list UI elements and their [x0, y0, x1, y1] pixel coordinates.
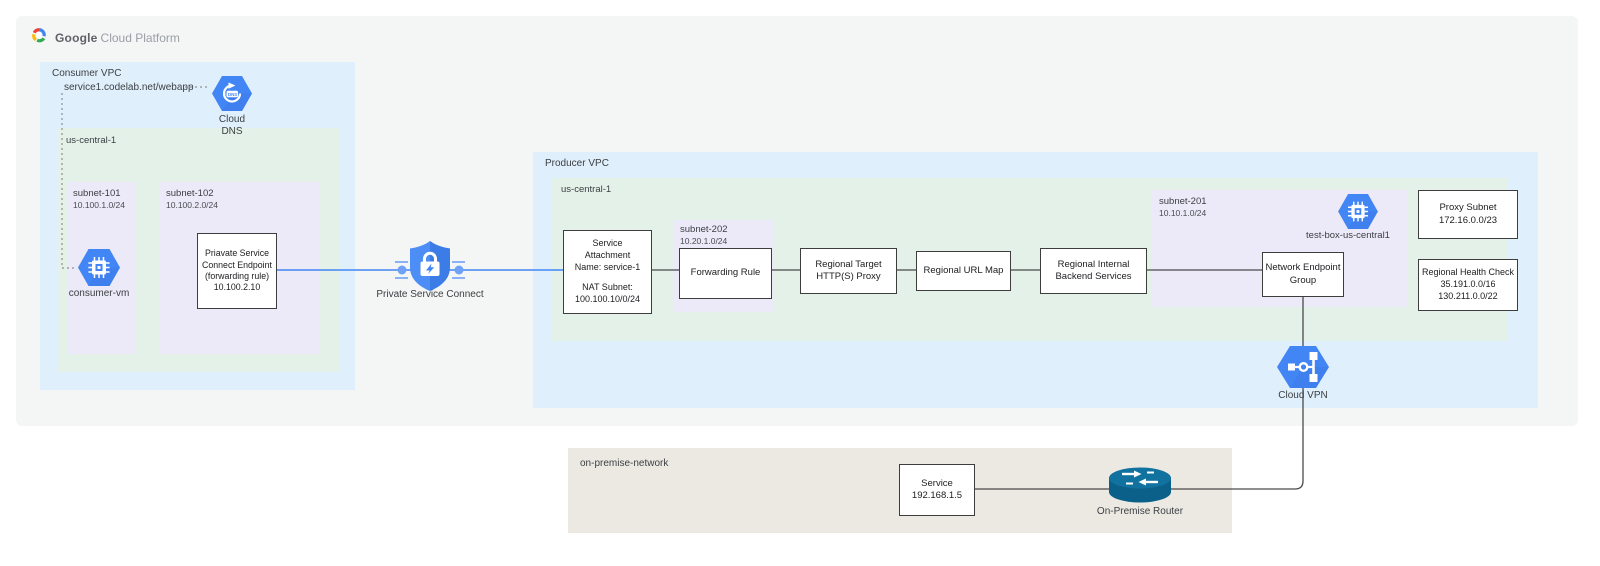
cloud-vpn-label: Cloud VPN: [1278, 390, 1328, 401]
service-attachment-node: Service Attachment Name: service-1 NAT S…: [563, 230, 652, 314]
consumer-vm-icon: [78, 249, 120, 291]
psc-endpoint-node: Priavate Service Connect Endpoint (forwa…: [197, 233, 277, 309]
producer-vpc-label: Producer VPC: [545, 158, 609, 169]
private-service-connect-label: Private Service Connect: [376, 289, 484, 300]
forwarding-rule-node: Forwarding Rule: [679, 248, 772, 299]
consumer-vpc-label: Consumer VPC: [52, 68, 122, 79]
regional-target-proxy-node: Regional Target HTTP(S) Proxy: [800, 248, 897, 294]
on-premise-router-label: On-Premise Router: [1096, 506, 1184, 517]
proxy-subnet-node: Proxy Subnet 172.16.0.0/23: [1418, 190, 1518, 239]
subnet-102-label: subnet-102 10.100.2.0/24: [166, 188, 218, 210]
dns-record-text: service1.codelab.net/webapp: [64, 82, 194, 93]
subnet-201-label: subnet-201 10.10.1.0/24: [1159, 196, 1207, 218]
regional-health-check-node: Regional Health Check 35.191.0.0/16 130.…: [1418, 259, 1518, 311]
on-premise-network-label: on-premise-network: [580, 458, 669, 469]
on-premise-router-icon: [1107, 466, 1173, 511]
regional-backend-services-node: Regional Internal Backend Services: [1040, 248, 1147, 294]
consumer-region-label: us-central-1: [66, 135, 117, 146]
cloud-dns-label: Cloud DNS: [218, 114, 246, 137]
test-box-label: test-box-us-central1: [1306, 230, 1390, 241]
subnet-101-label: subnet-101 10.100.1.0/24: [73, 188, 125, 210]
producer-region-label: us-central-1: [561, 184, 612, 195]
svg-text:DNS: DNS: [228, 92, 237, 97]
onprem-service-node: Service 192.168.1.5: [899, 464, 975, 516]
network-endpoint-group-node: Network Endpoint Group: [1262, 252, 1344, 297]
consumer-vm-label: consumer-vm: [68, 288, 130, 299]
cloud-vpn-icon: [1277, 346, 1329, 393]
cloud-dns-icon: DNS: [212, 76, 252, 116]
test-box-vm-icon: [1338, 194, 1378, 234]
subnet-202-label: subnet-202 10.20.1.0/24: [680, 224, 728, 246]
gcp-cloud-icon: [30, 27, 48, 48]
regional-url-map-node: Regional URL Map: [916, 251, 1011, 291]
